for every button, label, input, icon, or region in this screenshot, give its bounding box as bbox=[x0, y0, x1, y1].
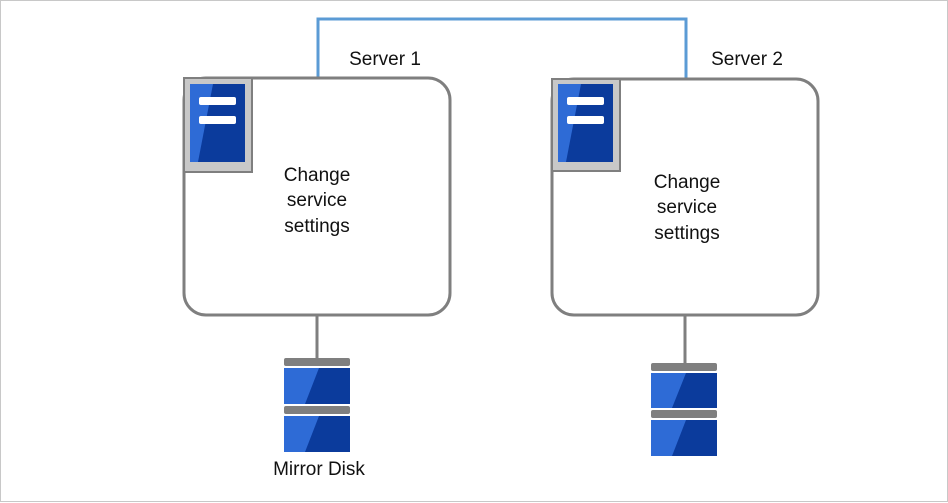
disk-platter bbox=[651, 420, 717, 456]
disk-band bbox=[651, 410, 717, 418]
disk-platter bbox=[651, 373, 717, 408]
server-body-line-3: settings bbox=[284, 216, 349, 237]
server-icon bbox=[183, 77, 253, 173]
disk-platter bbox=[284, 368, 350, 404]
server-name: Server 2 bbox=[711, 49, 783, 70]
disk-band bbox=[651, 363, 717, 371]
server-2: Server 2 Change service settings bbox=[550, 49, 820, 317]
server-body-line-2: service bbox=[287, 190, 347, 211]
server-body-line-1: Change bbox=[654, 172, 721, 193]
server-body-line-2: service bbox=[657, 197, 717, 218]
disk-band bbox=[284, 406, 350, 414]
server-body-line-1: Change bbox=[284, 165, 351, 186]
server-name: Server 1 bbox=[349, 49, 421, 70]
disk-platter bbox=[284, 416, 350, 452]
mirror-disk-1: Mirror Disk bbox=[273, 358, 365, 480]
mirror-disk-2 bbox=[651, 363, 717, 456]
server-icon bbox=[551, 78, 621, 172]
server-body-line-3: settings bbox=[654, 223, 719, 244]
server-1: Server 1 Change service settings bbox=[182, 49, 452, 317]
disk-band bbox=[284, 358, 350, 366]
network-link bbox=[316, 17, 688, 79]
disk-label: Mirror Disk bbox=[273, 459, 365, 480]
